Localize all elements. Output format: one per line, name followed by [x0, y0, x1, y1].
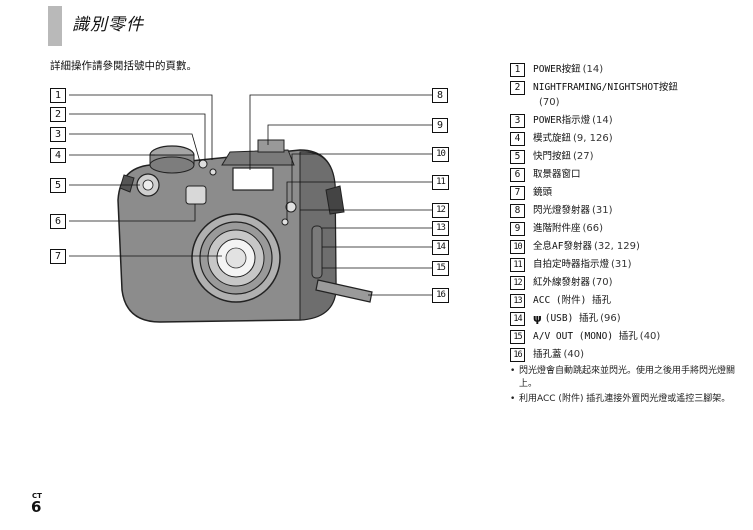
list-item: 6 取景器窗口	[510, 167, 745, 182]
notes-list: 閃光燈會自動跳起來並閃光。使用之後用手將閃光燈關上。 利用ACC (附件) 插孔…	[510, 365, 742, 408]
page-number: 6	[31, 498, 42, 516]
item-number: 13	[510, 294, 525, 308]
list-item: 7 鏡頭	[510, 185, 745, 200]
callout-12: 12	[432, 203, 449, 218]
part-name: 取景器窗口	[533, 169, 581, 180]
part-name: 全息AF發射器	[533, 241, 592, 252]
callout-1: 1	[50, 88, 66, 103]
callout-16: 16	[432, 288, 449, 303]
item-number: 6	[510, 168, 525, 182]
list-item: 11 自拍定時器指示燈(31)	[510, 257, 745, 272]
page-ref: (96)	[600, 313, 621, 324]
item-number: 14	[510, 312, 525, 326]
part-name: 模式旋鈕	[533, 133, 572, 144]
part-name: 進階附件座	[533, 223, 581, 234]
part-name: 快門按鈕	[533, 151, 572, 162]
page-language-code: CT	[32, 492, 42, 500]
part-name: ACC (附件) 插孔	[533, 295, 612, 306]
callout-4: 4	[50, 148, 66, 163]
item-number: 5	[510, 150, 525, 164]
item-number: 7	[510, 186, 525, 200]
part-name: NIGHTFRAMING/NIGHTSHOT按鈕	[533, 82, 678, 93]
page-ref: (9, 126)	[573, 133, 613, 144]
intro-text: 詳細操作請參閱括號中的頁數。	[50, 60, 197, 72]
list-item: 1 POWER按鈕(14)	[510, 62, 745, 77]
list-item: 9 進階附件座(66)	[510, 221, 745, 236]
page-ref: (32, 129)	[593, 241, 640, 252]
item-number: 4	[510, 132, 525, 146]
callout-3: 3	[50, 127, 66, 142]
callout-13: 13	[432, 221, 449, 236]
item-number: 11	[510, 258, 525, 272]
note-item: 利用ACC (附件) 插孔連接外置閃光燈或遙控三腳架。	[510, 393, 742, 406]
list-item: 4 模式旋鈕(9, 126)	[510, 131, 745, 146]
item-number: 16	[510, 348, 525, 362]
callout-14: 14	[432, 240, 449, 255]
part-name: 插孔蓋	[533, 349, 562, 360]
callout-7: 7	[50, 249, 66, 264]
callout-8: 8	[432, 88, 448, 103]
callout-5: 5	[50, 178, 66, 193]
part-name: POWER按鈕	[533, 64, 581, 75]
item-number: 10	[510, 240, 525, 254]
list-item: 10 全息AF發射器(32, 129)	[510, 239, 745, 254]
page-ref: (27)	[573, 151, 594, 162]
item-number: 12	[510, 276, 525, 290]
callout-2: 2	[50, 107, 66, 122]
item-number: 15	[510, 330, 525, 344]
list-item: 15 A/V OUT (MONO) 插孔(40)	[510, 329, 745, 344]
callout-6: 6	[50, 214, 66, 229]
note-item: 閃光燈會自動跳起來並閃光。使用之後用手將閃光燈關上。	[510, 365, 742, 391]
page-ref: (31)	[592, 205, 613, 216]
part-name: (USB) 插孔	[544, 313, 599, 324]
page-ref: (66)	[582, 223, 604, 234]
part-name: 鏡頭	[533, 187, 553, 198]
part-name: 自拍定時器指示燈	[533, 259, 610, 270]
page-ref: (70)	[539, 97, 560, 108]
section-bar	[48, 6, 62, 46]
part-name: A/V OUT (MONO) 插孔	[533, 331, 638, 342]
part-name: POWER指示燈	[533, 115, 591, 126]
item-number: 3	[510, 114, 525, 128]
page-ref: (40)	[563, 349, 585, 360]
item-number: 9	[510, 222, 525, 236]
page-ref: (14)	[592, 115, 613, 126]
list-item: 3 POWER指示燈(14)	[510, 113, 745, 128]
callout-9: 9	[432, 118, 448, 133]
page-ref: (40)	[639, 331, 661, 342]
list-item: 16 插孔蓋(40)	[510, 347, 745, 362]
item-number: 8	[510, 204, 525, 218]
list-item: 12 紅外線發射器(70)	[510, 275, 745, 290]
usb-icon: ψ	[533, 312, 542, 325]
page-title: 識別零件	[72, 15, 144, 35]
list-item: 5 快門按鈕(27)	[510, 149, 745, 164]
list-item: 2 NIGHTFRAMING/NIGHTSHOT按鈕 (70)	[510, 80, 745, 110]
item-number: 2	[510, 81, 525, 95]
page-ref: (70)	[592, 277, 613, 288]
item-number: 1	[510, 63, 525, 77]
page-ref: (14)	[582, 64, 604, 75]
callout-15: 15	[432, 261, 449, 276]
list-item: 13 ACC (附件) 插孔	[510, 293, 745, 308]
page-ref: (31)	[611, 259, 632, 270]
callout-11: 11	[432, 175, 449, 190]
part-name: 紅外線發射器	[533, 277, 591, 288]
list-item: 8 閃光燈發射器(31)	[510, 203, 745, 218]
list-item: 14 ψ(USB) 插孔(96)	[510, 311, 745, 326]
callout-10: 10	[432, 147, 449, 162]
part-name: 閃光燈發射器	[533, 205, 591, 216]
